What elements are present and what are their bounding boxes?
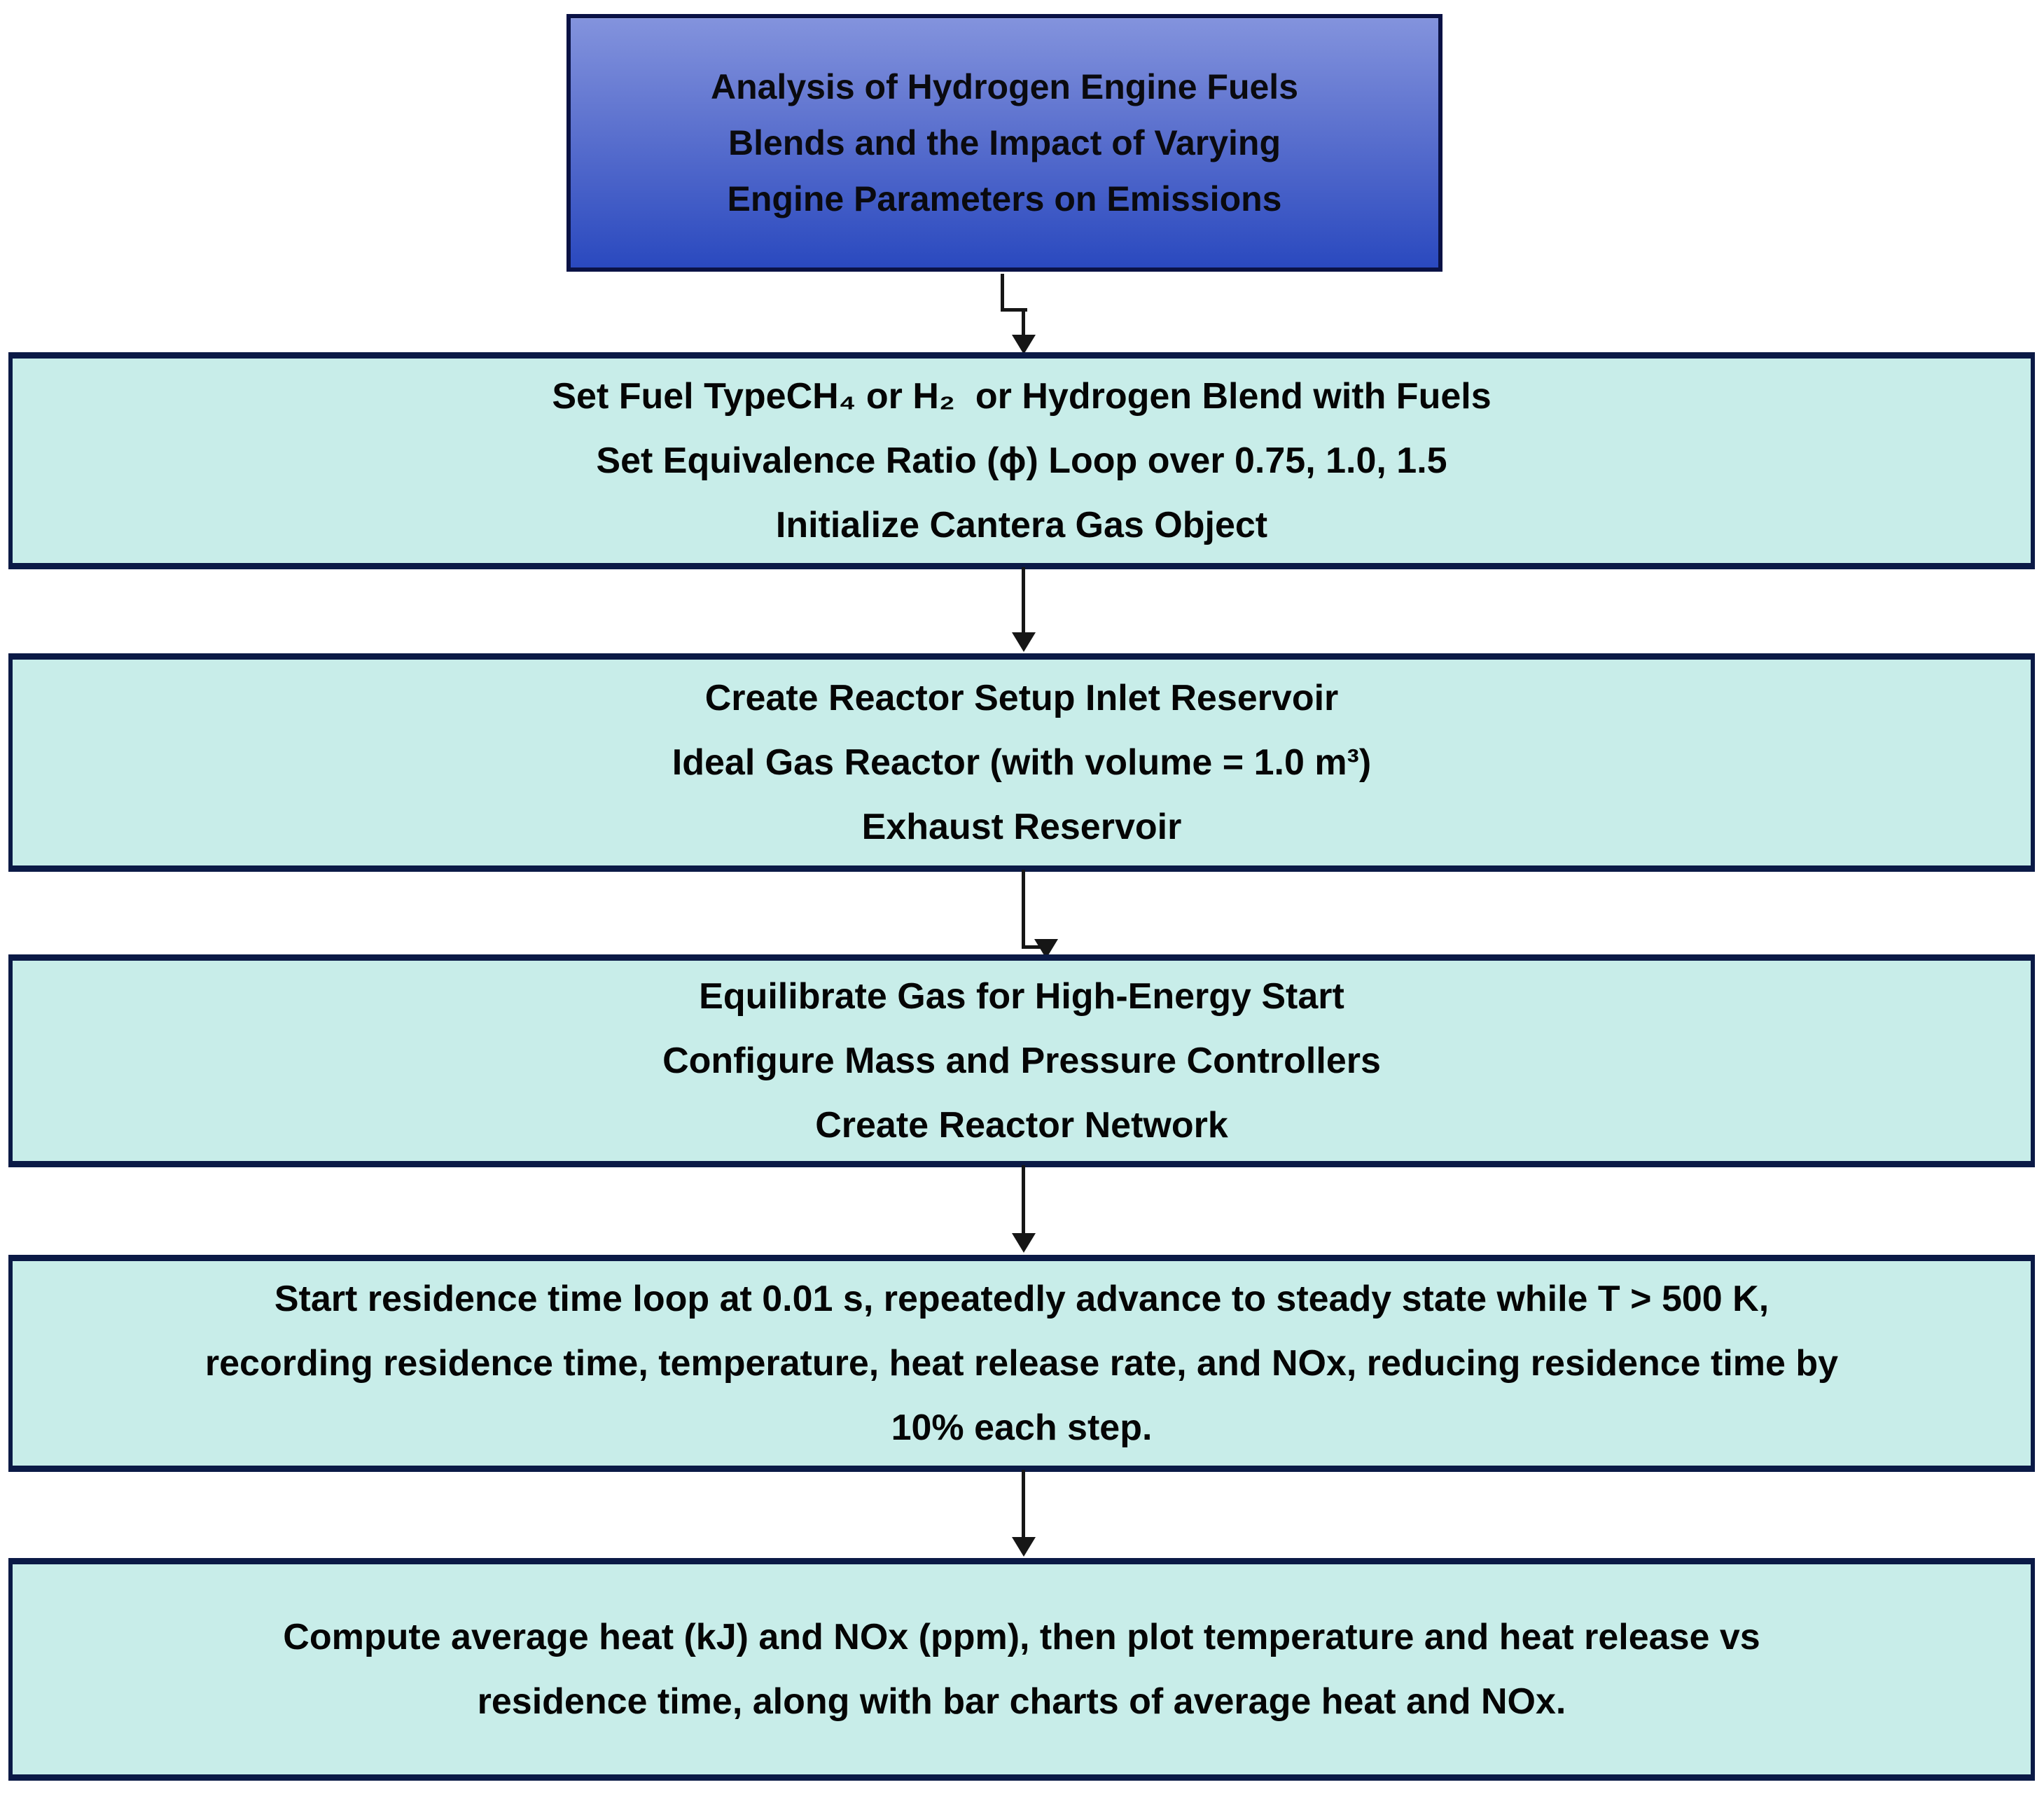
step-line: Compute average heat (kJ) and NOx (ppm),… bbox=[283, 1617, 1760, 1657]
title-line: Engine Parameters on Emissions bbox=[727, 179, 1282, 218]
step-line: 10% each step. bbox=[891, 1407, 1153, 1448]
arrowhead-icon bbox=[1012, 632, 1036, 652]
step-box-equilibrate-configure: Equilibrate Gas for High-Energy Start Co… bbox=[8, 954, 2035, 1167]
step-line: Create Reactor Network bbox=[815, 1105, 1228, 1146]
step-line: residence time, along with bar charts of… bbox=[477, 1681, 1566, 1722]
arrow-line bbox=[1022, 567, 1025, 636]
arrow-line bbox=[1022, 1165, 1025, 1237]
arrow-line bbox=[1022, 1470, 1025, 1540]
title-line: Analysis of Hydrogen Engine Fuels bbox=[710, 67, 1299, 106]
step-line: recording residence time, temperature, h… bbox=[204, 1343, 1839, 1384]
step-box-residence-time-loop: Start residence time loop at 0.01 s, rep… bbox=[8, 1255, 2035, 1472]
step-line: Equilibrate Gas for High-Energy Start bbox=[699, 976, 1344, 1017]
arrow-line bbox=[1001, 308, 1027, 312]
arrow-line bbox=[1022, 870, 1025, 949]
step-line: Set Fuel TypeCH₄ or H₂ or Hydrogen Blend… bbox=[552, 376, 1492, 417]
arrow-line bbox=[1001, 274, 1004, 312]
step-line: Initialize Cantera Gas Object bbox=[775, 505, 1268, 545]
step-line: Exhaust Reservoir bbox=[861, 807, 1182, 847]
arrowhead-icon bbox=[1012, 1233, 1036, 1253]
arrow-line bbox=[1022, 308, 1025, 340]
title-box: Analysis of Hydrogen Engine Fuels Blends… bbox=[566, 14, 1442, 272]
step-box-fuel-setup: Set Fuel TypeCH₄ or H₂ or Hydrogen Blend… bbox=[8, 352, 2035, 569]
step-line: Create Reactor Setup Inlet Reservoir bbox=[704, 678, 1339, 718]
step-line: Set Equivalence Ratio (ϕ) Loop over 0.75… bbox=[596, 440, 1447, 481]
title-line: Blends and the Impact of Varying bbox=[728, 123, 1281, 162]
step-line: Ideal Gas Reactor (with volume = 1.0 m³) bbox=[672, 742, 1372, 783]
step-box-reactor-setup: Create Reactor Setup Inlet Reservoir Ide… bbox=[8, 653, 2035, 872]
arrowhead-icon bbox=[1012, 1537, 1036, 1557]
step-box-compute-and-plot: Compute average heat (kJ) and NOx (ppm),… bbox=[8, 1558, 2035, 1781]
step-line: Start residence time loop at 0.01 s, rep… bbox=[274, 1279, 1770, 1319]
arrowhead-icon bbox=[1012, 335, 1036, 354]
step-line: Configure Mass and Pressure Controllers bbox=[662, 1041, 1381, 1081]
